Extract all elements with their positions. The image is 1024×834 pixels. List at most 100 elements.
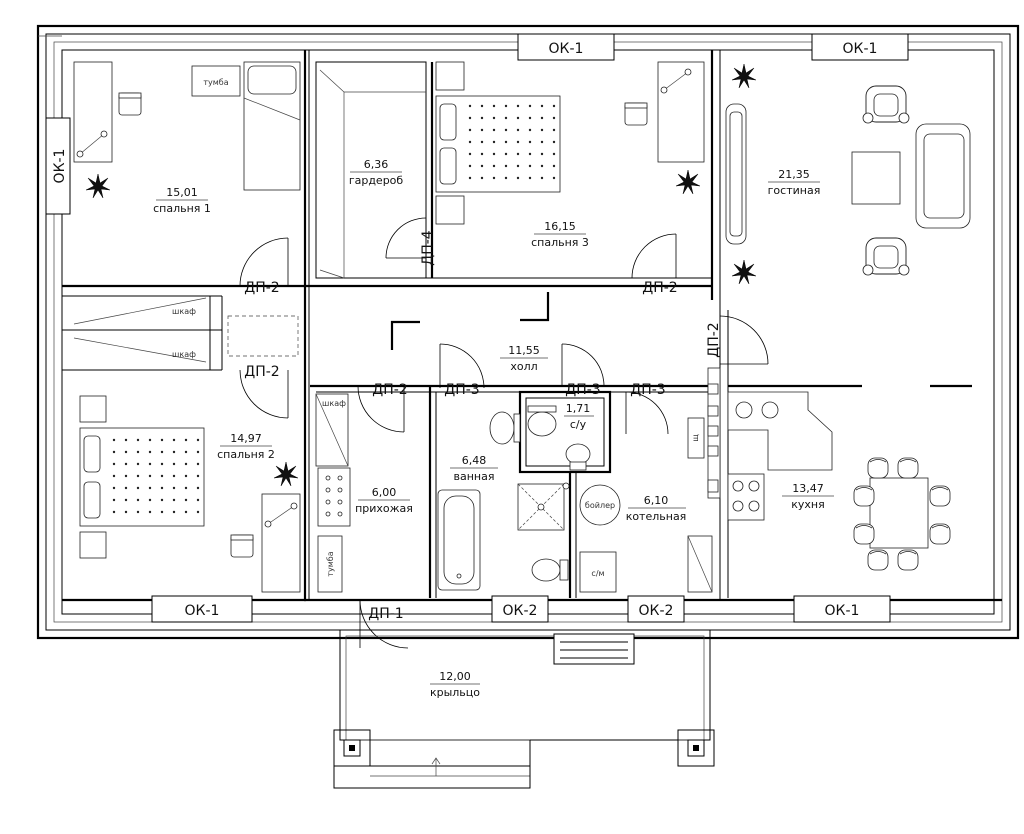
- bed-dot: [136, 462, 140, 466]
- room-name-porch: крыльцо: [430, 686, 480, 699]
- window-label-ok2-bottom-a: ОК-2: [503, 603, 538, 619]
- bed-dot: [480, 128, 484, 132]
- bed-dot: [552, 128, 556, 132]
- windows: ОК-1 ОК-1 ОК-1 ОК-1 ОК-2 ОК-2 ОК-1: [45, 33, 909, 623]
- closets-left: шкаф шкаф: [73, 297, 207, 363]
- room-name-wardrobe: гардероб: [349, 174, 404, 187]
- door-label-dp2-b: ДП-2: [244, 364, 279, 380]
- bedroom1-furniture: тумба 15,01 спальня 1: [73, 61, 301, 215]
- bed-dot: [196, 498, 200, 502]
- bed-dot: [504, 152, 508, 156]
- bed-icon: [435, 95, 561, 193]
- bed-dot: [552, 164, 556, 168]
- closet-label-a: шкаф: [172, 307, 196, 316]
- bed-dot: [540, 104, 544, 108]
- sink-icon: [489, 411, 515, 445]
- bed-dot: [492, 128, 496, 132]
- door-label-dp3-c: ДП-3: [630, 382, 665, 398]
- bed-dot: [516, 140, 520, 144]
- porch: [333, 629, 715, 789]
- door-label-dp4: ДП-4: [420, 230, 436, 266]
- bed-dot: [112, 438, 116, 442]
- bedroom3-furniture: 16,15 спальня 3: [435, 61, 705, 249]
- bed-dot: [516, 176, 520, 180]
- bed-dot: [196, 438, 200, 442]
- bed-dot: [124, 486, 128, 490]
- bed-dot: [492, 104, 496, 108]
- boiler-furniture: бойлер с/м 6,10 котельная: [579, 484, 713, 593]
- bed-dot: [184, 486, 188, 490]
- room-area-hall: 11,55: [508, 344, 540, 357]
- room-area-bedroom2: 14,97: [230, 432, 262, 445]
- room-area-bedroom3: 16,15: [544, 220, 576, 233]
- bed-dot: [528, 176, 532, 180]
- armchair-icon: [862, 237, 910, 276]
- bed-dot: [172, 486, 176, 490]
- bed-dot: [552, 152, 556, 156]
- doors: ДП-2 ДП-2 ДП-2 ДП-2 ДП-2 ДП-3 ДП-3 ДП-3 …: [239, 217, 769, 649]
- room-name-hall: холл: [510, 360, 537, 373]
- room-name-kitchen: кухня: [791, 498, 824, 511]
- entry-furniture: шкаф тумба 6,00 прихожая: [315, 393, 413, 593]
- room-area-boiler: 6,10: [644, 494, 669, 507]
- room-name-bedroom1: спальня 1: [153, 202, 211, 215]
- bed-dot: [540, 128, 544, 132]
- bed-dot: [112, 498, 116, 502]
- bed-dot: [136, 450, 140, 454]
- door-label-dp2-a: ДП-2: [244, 280, 279, 296]
- room-area-kitchen: 13,47: [792, 482, 824, 495]
- room-name-wc: с/у: [570, 418, 587, 431]
- stove-icon: [727, 473, 765, 521]
- plant-icon: [675, 169, 701, 195]
- bed-dot: [552, 176, 556, 180]
- window-label-ok2-bottom-b: ОК-2: [639, 603, 674, 619]
- bed-dot: [124, 438, 128, 442]
- window-label-ok1-top-a: ОК-1: [549, 41, 584, 57]
- bed-dot: [184, 462, 188, 466]
- bed-dot: [480, 104, 484, 108]
- bed-dot: [480, 164, 484, 168]
- bed-dot: [504, 140, 508, 144]
- bed-dot: [468, 128, 472, 132]
- armchair-icon: [862, 85, 910, 124]
- room-name-bedroom2: спальня 2: [217, 448, 275, 461]
- bed-dot: [468, 116, 472, 120]
- bed-dot: [552, 116, 556, 120]
- bed-dot: [160, 474, 164, 478]
- bed-dot: [148, 450, 152, 454]
- tumba-label-entry: тумба: [326, 551, 335, 576]
- bed-dot: [196, 510, 200, 514]
- bed-dot: [160, 486, 164, 490]
- bed-dot: [172, 510, 176, 514]
- bed-dot: [528, 128, 532, 132]
- bed-dot: [196, 462, 200, 466]
- bed-dot: [172, 498, 176, 502]
- bed-dot: [160, 450, 164, 454]
- bed-dot: [516, 164, 520, 168]
- stove-label: щ: [691, 434, 700, 442]
- bed-dot: [492, 140, 496, 144]
- bed-dot: [516, 128, 520, 132]
- window-label-ok1-bottom-b: ОК-1: [825, 603, 860, 619]
- bed-dot: [528, 104, 532, 108]
- bed-dot: [136, 510, 140, 514]
- bed-dot: [528, 140, 532, 144]
- room-name-bedroom3: спальня 3: [531, 236, 589, 249]
- bed-dot: [148, 486, 152, 490]
- bed-dot: [124, 474, 128, 478]
- bed-dot: [184, 510, 188, 514]
- door-label-dp2-c: ДП-2: [642, 280, 677, 296]
- window-label-ok1-bottom-a: ОК-1: [185, 603, 220, 619]
- bed-dot: [184, 474, 188, 478]
- bed-dot: [148, 462, 152, 466]
- living-furniture: 21,35 гостиная: [725, 63, 971, 285]
- bed-dot: [468, 152, 472, 156]
- bed-icon: [79, 427, 205, 527]
- bed-dot: [112, 486, 116, 490]
- bed-dot: [504, 176, 508, 180]
- bed-dot: [528, 116, 532, 120]
- table-icon: [851, 151, 901, 205]
- porch-label: 12,00 крыльцо: [430, 670, 480, 699]
- bed-dot: [504, 164, 508, 168]
- table-icon: [869, 477, 929, 549]
